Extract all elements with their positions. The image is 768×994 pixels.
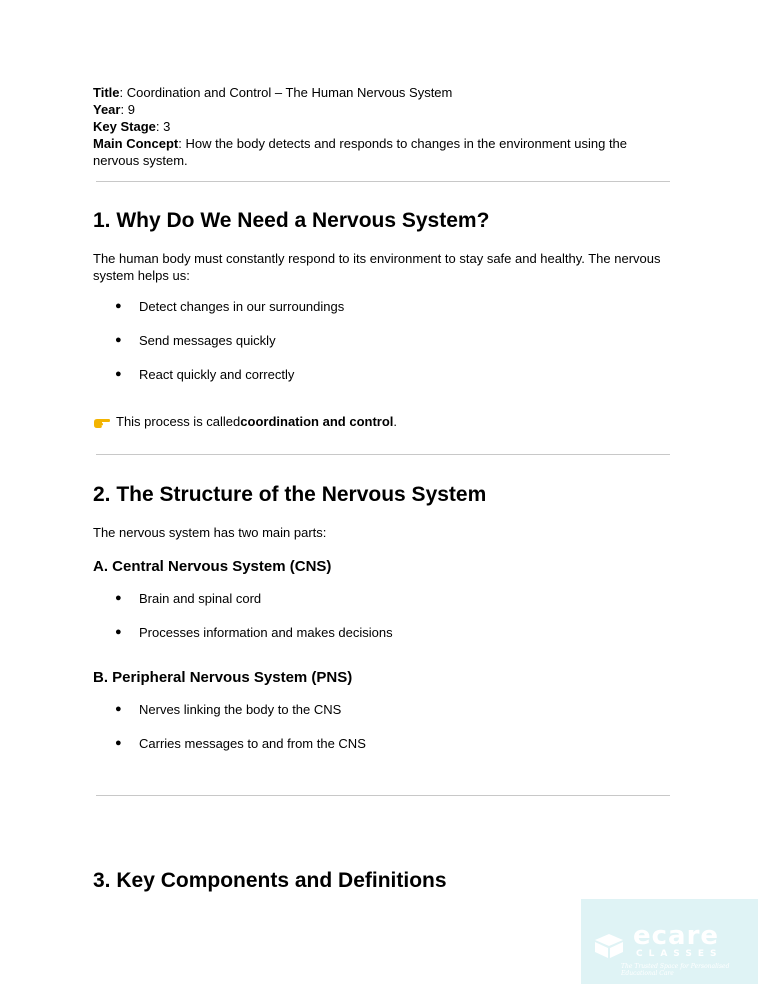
meta-key-stage: Key Stage: 3 [93,119,171,134]
divider [96,454,670,455]
watermark-sub: CLASSES [636,949,723,959]
list-item: ●React quickly and correctly [115,367,295,382]
ecare-watermark: ecare CLASSES The Trusted Space for Pers… [581,899,758,984]
divider [96,181,670,182]
section2-heading: 2. The Structure of the Nervous System [93,483,487,506]
cns-heading: A. Central Nervous System (CNS) [93,558,332,575]
section3-heading: 3. Key Components and Definitions [93,869,447,892]
watermark-brand: ecare [633,921,720,951]
document-page: Title: Coordination and Control – The Hu… [93,84,670,894]
pns-list: ●Nerves linking the body to the CNS ●Car… [93,701,670,752]
list-item: ●Brain and spinal cord [115,591,262,606]
list-item: ●Detect changes in our surroundings [115,299,345,314]
cube-logo-icon [595,934,623,958]
section1-heading: 1. Why Do We Need a Nervous System? [93,209,490,232]
meta-title: Title: Coordination and Control – The Hu… [93,85,453,100]
divider [96,795,670,796]
meta-year: Year: 9 [93,102,135,117]
meta-main-concept: Main Concept: How the body detects and r… [93,136,628,168]
cns-list: ●Brain and spinal cord ●Processes inform… [93,590,670,641]
watermark-tagline: The Trusted Space for Personalised Educa… [621,963,730,977]
list-item: ●Processes information and makes decisio… [115,625,393,640]
section1-list: ●Detect changes in our surroundings ●Sen… [93,298,670,383]
pns-heading: B. Peripheral Nervous System (PNS) [93,669,353,686]
section1-intro: The human body must constantly respond t… [93,251,661,283]
pointing-hand-icon [93,415,111,429]
section2-intro: The nervous system has two main parts: [93,525,327,540]
list-item: ●Send messages quickly [115,333,276,348]
list-item: ●Nerves linking the body to the CNS [115,702,342,717]
section1-note: This process is called coordination and … [93,413,670,430]
list-item: ●Carries messages to and from the CNS [115,736,366,751]
